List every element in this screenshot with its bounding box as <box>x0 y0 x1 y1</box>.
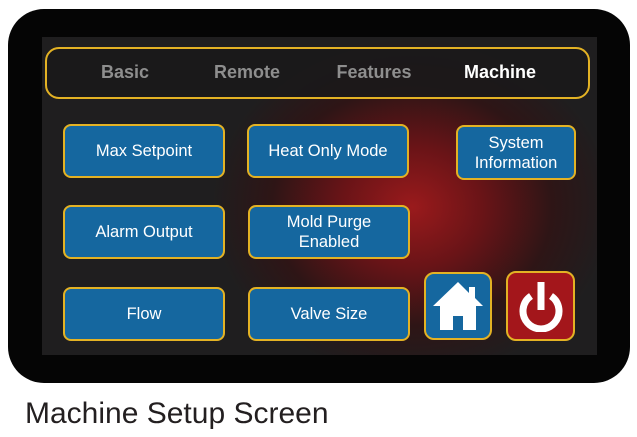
mold-purge-enabled-button[interactable]: Mold Purge Enabled <box>248 205 410 259</box>
system-information-label-line1: System <box>488 133 544 152</box>
device-frame: Basic Remote Features Machine Max Setpoi… <box>8 9 630 383</box>
max-setpoint-button[interactable]: Max Setpoint <box>63 124 225 178</box>
tab-bar: Basic Remote Features Machine <box>45 47 590 99</box>
flow-label: Flow <box>126 305 162 323</box>
max-setpoint-label: Max Setpoint <box>95 142 193 160</box>
alarm-output-button[interactable]: Alarm Output <box>63 205 225 259</box>
power-button[interactable] <box>506 271 575 341</box>
valve-size-label: Valve Size <box>290 305 368 323</box>
tab-basic[interactable]: Basic <box>100 62 150 82</box>
heat-only-mode-label: Heat Only Mode <box>268 142 388 160</box>
system-information-button[interactable]: System Information <box>456 125 576 180</box>
home-icon <box>433 282 483 330</box>
mold-purge-label-line1: Mold Purge <box>286 213 372 231</box>
heat-only-mode-button[interactable]: Heat Only Mode <box>247 124 409 178</box>
touch-screen: Basic Remote Features Machine Max Setpoi… <box>42 37 597 355</box>
caption: Machine Setup Screen <box>25 397 329 430</box>
flow-button[interactable]: Flow <box>63 287 225 341</box>
mold-purge-label-line2: Enabled <box>298 233 360 251</box>
valve-size-button[interactable]: Valve Size <box>248 287 410 341</box>
power-icon <box>519 282 562 332</box>
tab-remote[interactable]: Remote <box>213 62 280 82</box>
tab-machine[interactable]: Machine <box>463 62 537 82</box>
alarm-output-label: Alarm Output <box>95 223 193 241</box>
tab-features[interactable]: Features <box>336 62 412 82</box>
home-button[interactable] <box>424 272 492 340</box>
system-information-label-line2: Information <box>474 153 558 172</box>
